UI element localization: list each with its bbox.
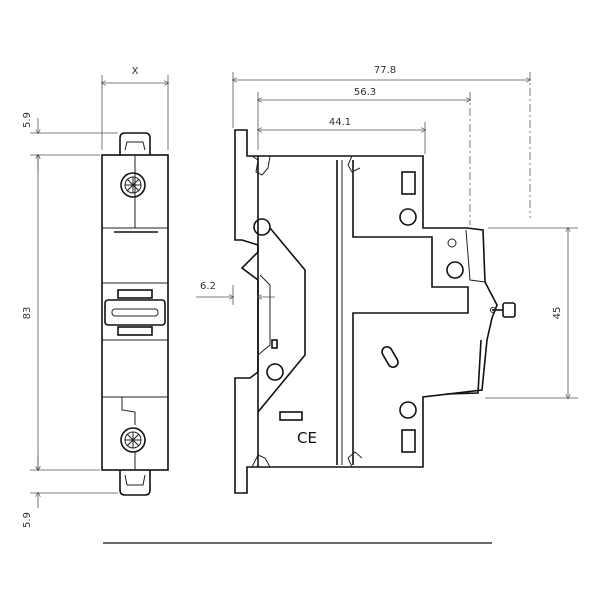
nameplate-label xyxy=(279,411,303,421)
mounting-hole xyxy=(253,218,271,236)
front-view xyxy=(101,132,169,496)
mounting-hole xyxy=(446,261,464,279)
side-view: CE xyxy=(234,129,516,494)
bottom-terminal-screw-icon xyxy=(120,427,146,453)
overall-depth-label: 77.8 xyxy=(374,65,396,76)
lever-depth-label: 56.3 xyxy=(354,87,376,98)
rail-offset-label: 6.2 xyxy=(200,281,216,292)
side-slot xyxy=(401,429,416,453)
top-clip-dimension-label: 5.9 xyxy=(22,112,33,128)
height-dimension-label: 83 xyxy=(22,307,33,320)
side-body-outline xyxy=(234,129,498,494)
face-height-label: 45 xyxy=(552,307,563,320)
lever-knob-icon xyxy=(490,302,516,318)
top-terminal-screw-icon xyxy=(120,172,146,198)
toggle-top xyxy=(117,289,153,299)
width-x-label: X xyxy=(132,66,139,77)
face-depth-label: 44.1 xyxy=(329,117,351,128)
mounting-hole xyxy=(399,401,417,419)
mounting-hole xyxy=(399,208,417,226)
bottom-clip-dimension-label: 5.9 xyxy=(22,512,33,528)
top-din-clip xyxy=(119,132,151,155)
side-slot xyxy=(401,171,416,195)
mounting-hole xyxy=(266,363,284,381)
front-dimensions: X 5.9 83 5.9 xyxy=(22,66,168,528)
ce-mark: CE xyxy=(297,429,317,447)
side-dimensions: 77.8 56.3 44.1 6.2 45 xyxy=(196,65,578,398)
toggle-lever xyxy=(104,299,166,326)
bottom-din-clip xyxy=(119,470,151,496)
